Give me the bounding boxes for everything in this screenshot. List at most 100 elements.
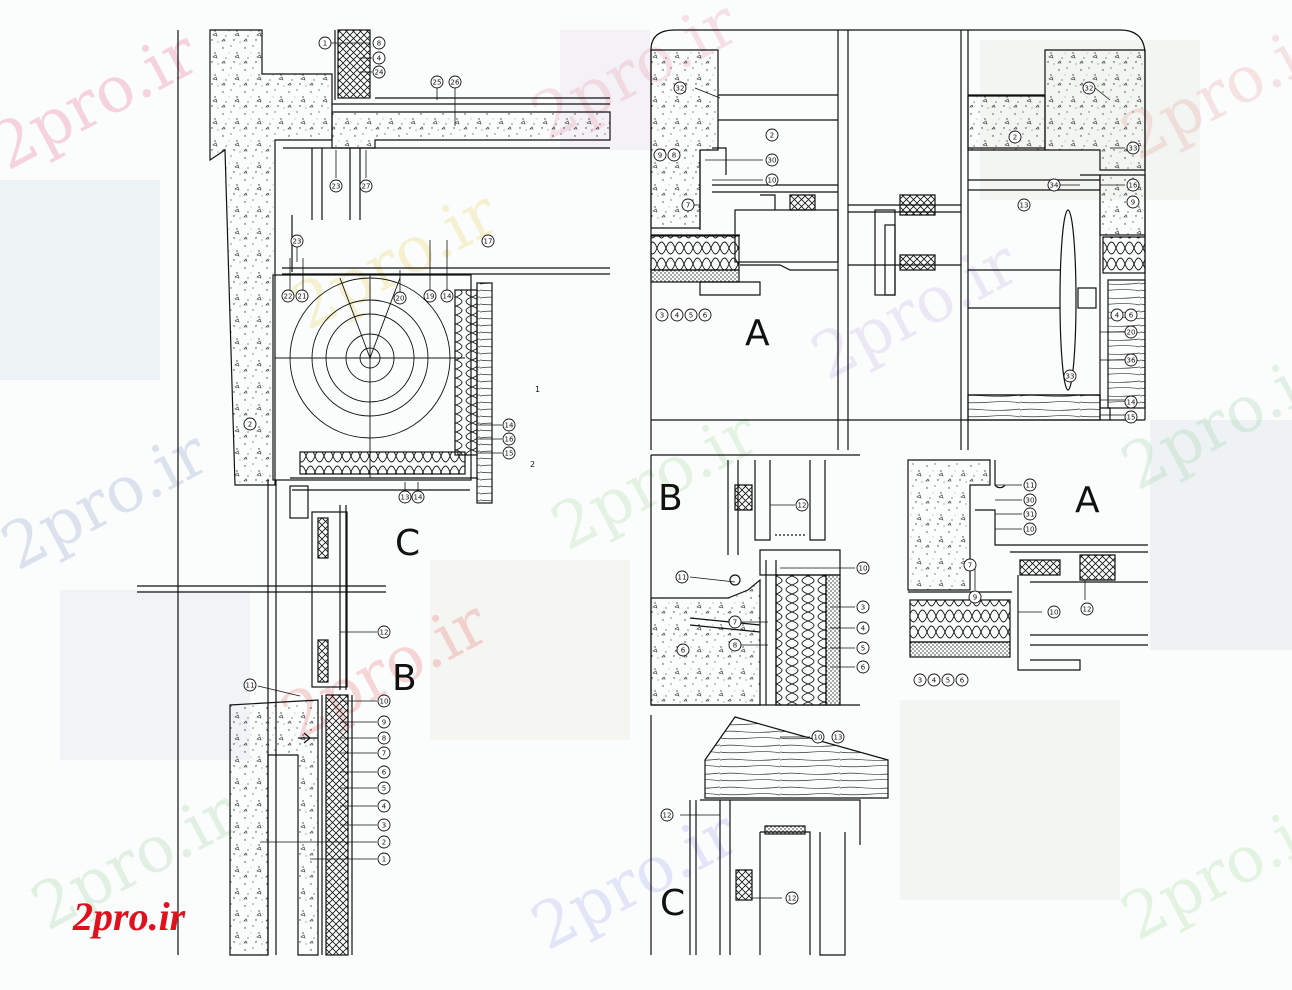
callout-detail-a-top-right-14: 15 — [1124, 410, 1138, 424]
svg-text:16: 16 — [1129, 182, 1138, 190]
callout-main-top-1: 1 — [318, 36, 332, 50]
section-label: C — [660, 883, 685, 924]
svg-text:5: 5 — [861, 645, 865, 653]
svg-text:10: 10 — [859, 565, 868, 573]
svg-text:6: 6 — [681, 647, 686, 655]
svg-text:13: 13 — [1020, 202, 1029, 210]
svg-text:9: 9 — [658, 152, 662, 160]
detail-b — [650, 454, 860, 706]
main-leaders — [257, 42, 502, 860]
callout-detail-a-top-11: 6 — [698, 308, 712, 322]
callout-main-top-3: 4 — [372, 51, 386, 65]
callout-detail-a-top-right-11: 36 — [1124, 353, 1138, 367]
svg-text:9: 9 — [382, 719, 386, 727]
callout-main-top-4: 24 — [372, 65, 386, 79]
section-label: A — [745, 313, 770, 354]
svg-text:8: 8 — [382, 735, 386, 743]
callout-main-top-2: 8 — [372, 36, 386, 50]
callout-detail-b-4: 7 — [728, 615, 742, 629]
callout-detail-a-right-4: 10 — [1023, 522, 1037, 536]
callout-main-box-4: 15 — [502, 446, 516, 460]
callout-main-top-13: 20 — [393, 291, 407, 305]
svg-text:14: 14 — [1127, 399, 1136, 407]
svg-text:7: 7 — [382, 750, 386, 758]
svg-text:20: 20 — [1127, 329, 1136, 337]
callout-detail-a-right-1: 11 — [1023, 478, 1037, 492]
svg-text:10: 10 — [814, 734, 823, 742]
callout-detail-a-top-3: 9 — [653, 148, 667, 162]
main-section — [137, 29, 611, 956]
svg-text:15: 15 — [505, 450, 514, 458]
callout-detail-a-right-11: 5 — [941, 673, 955, 687]
svg-text:32: 32 — [1085, 85, 1094, 93]
svg-text:12: 12 — [788, 895, 797, 903]
callout-detail-a-top-9: 4 — [670, 308, 684, 322]
svg-text:6: 6 — [960, 677, 965, 685]
svg-text:12: 12 — [663, 812, 672, 820]
callout-main-top-6: 26 — [448, 75, 462, 89]
svg-text:6: 6 — [382, 769, 387, 777]
svg-text:27: 27 — [362, 183, 371, 191]
callout-detail-b-10: 6 — [856, 660, 870, 674]
callout-detail-a-top-right-2: 2 — [1008, 130, 1022, 144]
callout-main-lower-7: 6 — [377, 765, 391, 779]
callout-detail-a-right-10: 4 — [927, 673, 941, 687]
callout-main-lower-3: 10 — [377, 694, 391, 708]
svg-text:30: 30 — [768, 157, 777, 165]
callout-main-box-2: 14 — [502, 418, 516, 432]
callout-detail-b-9: 5 — [856, 641, 870, 655]
small-mark: 2 — [530, 460, 535, 469]
callout-detail-a-top-right-10: 20 — [1124, 325, 1138, 339]
svg-text:11: 11 — [246, 682, 255, 690]
callout-detail-c-3: 12 — [660, 808, 674, 822]
callout-main-lower-4: 9 — [377, 715, 391, 729]
callout-detail-a-top-right-13: 14 — [1124, 395, 1138, 409]
callout-main-top-11: 22 — [281, 289, 295, 303]
svg-text:9: 9 — [973, 594, 977, 602]
svg-text:30: 30 — [1026, 497, 1035, 505]
small-mark: 1 — [535, 385, 540, 394]
callout-detail-b-5: 8 — [728, 638, 742, 652]
callout-detail-a-top-6: 10 — [765, 173, 779, 187]
svg-text:16: 16 — [505, 436, 514, 444]
svg-text:6: 6 — [861, 664, 866, 672]
callout-main-top-9: 23 — [290, 234, 304, 248]
svg-text:10: 10 — [380, 698, 389, 706]
svg-text:22: 22 — [284, 293, 293, 301]
callout-detail-a-right-2: 30 — [1023, 493, 1037, 507]
svg-text:3: 3 — [660, 312, 664, 320]
svg-text:1: 1 — [323, 40, 327, 48]
callout-detail-a-top-8: 3 — [655, 308, 669, 322]
section-label: C — [395, 523, 420, 564]
callout-detail-a-top-right-6: 13 — [1017, 198, 1031, 212]
svg-text:4: 4 — [675, 312, 680, 320]
svg-text:33: 33 — [1066, 373, 1075, 381]
svg-text:15: 15 — [1127, 414, 1136, 422]
svg-text:11: 11 — [678, 574, 687, 582]
callout-detail-a-top-right-12: 33 — [1063, 369, 1077, 383]
callout-main-lower-9: 4 — [377, 799, 391, 813]
callout-detail-b-3: 10 — [856, 561, 870, 575]
callout-detail-a-top-1: 32 — [673, 81, 687, 95]
svg-text:19: 19 — [426, 293, 435, 301]
svg-text:3: 3 — [861, 604, 865, 612]
callout-detail-a-right-5: 7 — [963, 558, 977, 572]
detail-a-top — [650, 29, 1146, 450]
callout-detail-a-top-right-3: 33 — [1126, 141, 1140, 155]
callout-main-box-1: 2 — [243, 417, 257, 431]
svg-text:14: 14 — [443, 293, 452, 301]
svg-text:5: 5 — [946, 677, 950, 685]
callout-detail-a-right-7: 12 — [1080, 602, 1094, 616]
callout-detail-a-top-right-9: 6 — [1124, 308, 1138, 322]
callout-detail-c-2: 13 — [831, 730, 845, 744]
callout-detail-a-top-right-7: 9 — [1126, 195, 1140, 209]
svg-text:4: 4 — [1115, 312, 1120, 320]
callout-main-top-5: 25 — [430, 75, 444, 89]
callout-detail-a-top-right-4: 34 — [1047, 178, 1061, 192]
svg-text:7: 7 — [686, 202, 690, 210]
callout-main-lower-6: 7 — [377, 746, 391, 760]
svg-text:6: 6 — [1129, 312, 1134, 320]
